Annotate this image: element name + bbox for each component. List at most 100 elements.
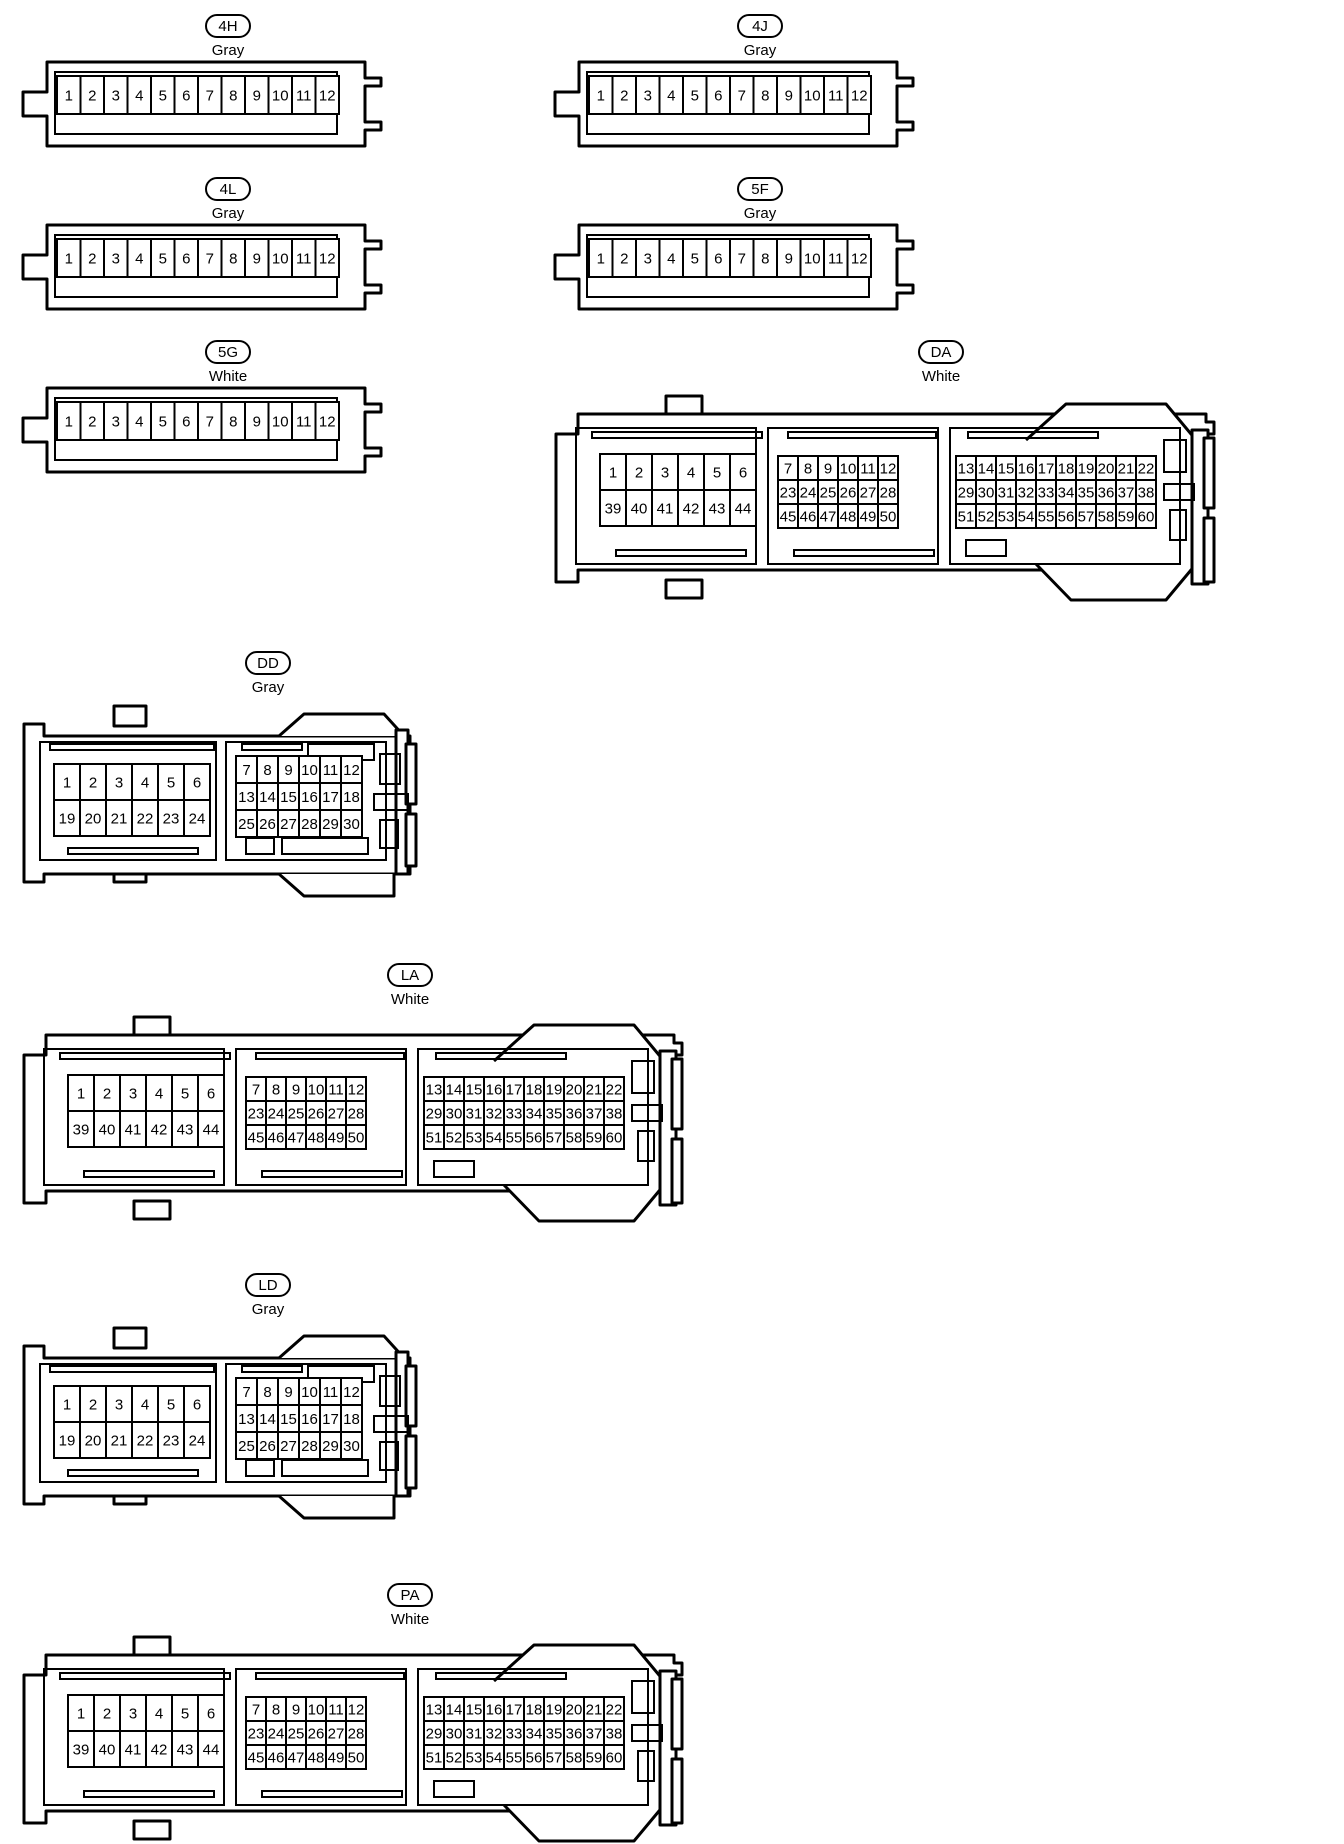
pin-number: 26 <box>840 484 857 501</box>
pin-number: 41 <box>125 1741 142 1758</box>
pin-cell <box>67 1730 95 1768</box>
pin-cell <box>145 1110 173 1148</box>
latch-window <box>637 1130 655 1162</box>
pin-number: 8 <box>229 250 237 267</box>
pin-number: 12 <box>880 460 897 477</box>
connector-color: White <box>209 368 247 385</box>
pin-number: 17 <box>1038 460 1055 477</box>
pin-number: 24 <box>268 1725 285 1742</box>
pin-number: 18 <box>526 1081 543 1098</box>
pin-number: 13 <box>426 1701 443 1718</box>
pin-number: 9 <box>785 87 793 104</box>
pin-cell <box>314 75 340 115</box>
pin-number: 5 <box>159 250 167 267</box>
pin-number: 25 <box>820 484 837 501</box>
pin-number: 12 <box>319 87 336 104</box>
pin-number: 1 <box>65 87 73 104</box>
latch-tab-lower <box>670 1757 684 1825</box>
slot <box>787 431 937 439</box>
pin-number: 15 <box>466 1701 483 1718</box>
pin-number: 60 <box>606 1129 623 1146</box>
pin-number: 25 <box>288 1725 305 1742</box>
latch-window <box>379 1441 399 1471</box>
pin-number: 48 <box>308 1749 325 1766</box>
pin-number: 22 <box>1138 460 1155 477</box>
slot <box>615 549 747 557</box>
pin-number: 40 <box>631 500 648 517</box>
cavity-c <box>949 427 1181 565</box>
housing-hood <box>1024 402 1198 442</box>
pin-number: 5 <box>713 464 721 481</box>
pin-number: 11 <box>323 762 339 779</box>
latch-tab-lower <box>670 1137 684 1205</box>
pin-number: 15 <box>998 460 1015 477</box>
pin-number: 1 <box>77 1085 85 1102</box>
pin-number: 59 <box>586 1129 603 1146</box>
pin-number: 19 <box>546 1081 563 1098</box>
connector-color: White <box>922 368 960 385</box>
pin-number: 44 <box>203 1121 220 1138</box>
pin-number: 1 <box>597 250 605 267</box>
latch-tab-lower <box>404 1434 418 1490</box>
pin-number: 3 <box>112 250 120 267</box>
cavity-b <box>235 1048 407 1186</box>
pin-number: 24 <box>800 484 817 501</box>
slot <box>793 549 935 557</box>
pin-number: 4 <box>155 1705 163 1722</box>
pin-number: 19 <box>59 810 76 827</box>
pin-number: 4 <box>135 87 143 104</box>
pin-number: 47 <box>288 1749 305 1766</box>
pin-number: 60 <box>606 1749 623 1766</box>
pin-number: 20 <box>566 1701 583 1718</box>
pin-number: 6 <box>714 250 722 267</box>
latch-tab-upper <box>404 742 418 806</box>
pin-number: 6 <box>182 413 190 430</box>
pin-number: 31 <box>466 1105 483 1122</box>
connector-id-badge <box>205 340 251 364</box>
pin-number: 9 <box>253 87 261 104</box>
pin-number: 50 <box>880 508 897 525</box>
pin-number: 41 <box>657 500 674 517</box>
pin-number: 38 <box>606 1725 623 1742</box>
pin-number: 16 <box>486 1701 503 1718</box>
latch-tab-lower <box>1202 516 1216 584</box>
pin-number: 21 <box>111 810 128 827</box>
slot <box>435 1052 567 1060</box>
housing-tab-bottom <box>132 1819 172 1841</box>
slot <box>433 1160 475 1178</box>
pin-number: 15 <box>280 789 297 806</box>
pin-number: 42 <box>151 1741 168 1758</box>
pin-number: 40 <box>99 1121 116 1138</box>
cavity-b <box>235 1668 407 1806</box>
pin-number: 55 <box>506 1129 523 1146</box>
pin-number: 45 <box>248 1749 265 1766</box>
pin-number: 12 <box>343 762 360 779</box>
pin-cell <box>171 1730 199 1768</box>
pin-number: 29 <box>958 484 975 501</box>
pin-number: 29 <box>322 1438 339 1455</box>
pin-number: 33 <box>1038 484 1055 501</box>
pin-number: 52 <box>446 1749 463 1766</box>
pin-number: 25 <box>288 1105 305 1122</box>
pin-number: 46 <box>268 1749 285 1766</box>
pin-number: 2 <box>103 1085 111 1102</box>
pin-number: 43 <box>177 1741 194 1758</box>
slot <box>591 431 763 439</box>
pin-number: 1 <box>63 774 71 791</box>
pin-number: 2 <box>103 1705 111 1722</box>
pin-number: 1 <box>609 464 617 481</box>
pin-number: 1 <box>65 250 73 267</box>
pin-number: 44 <box>203 1741 220 1758</box>
pin-number: 36 <box>1098 484 1115 501</box>
connector-id-badge <box>737 14 783 38</box>
pin-cell <box>79 1385 107 1423</box>
latch-tab-upper <box>404 1364 418 1428</box>
pin-number: 13 <box>238 789 255 806</box>
pin-number: 21 <box>111 1432 128 1449</box>
